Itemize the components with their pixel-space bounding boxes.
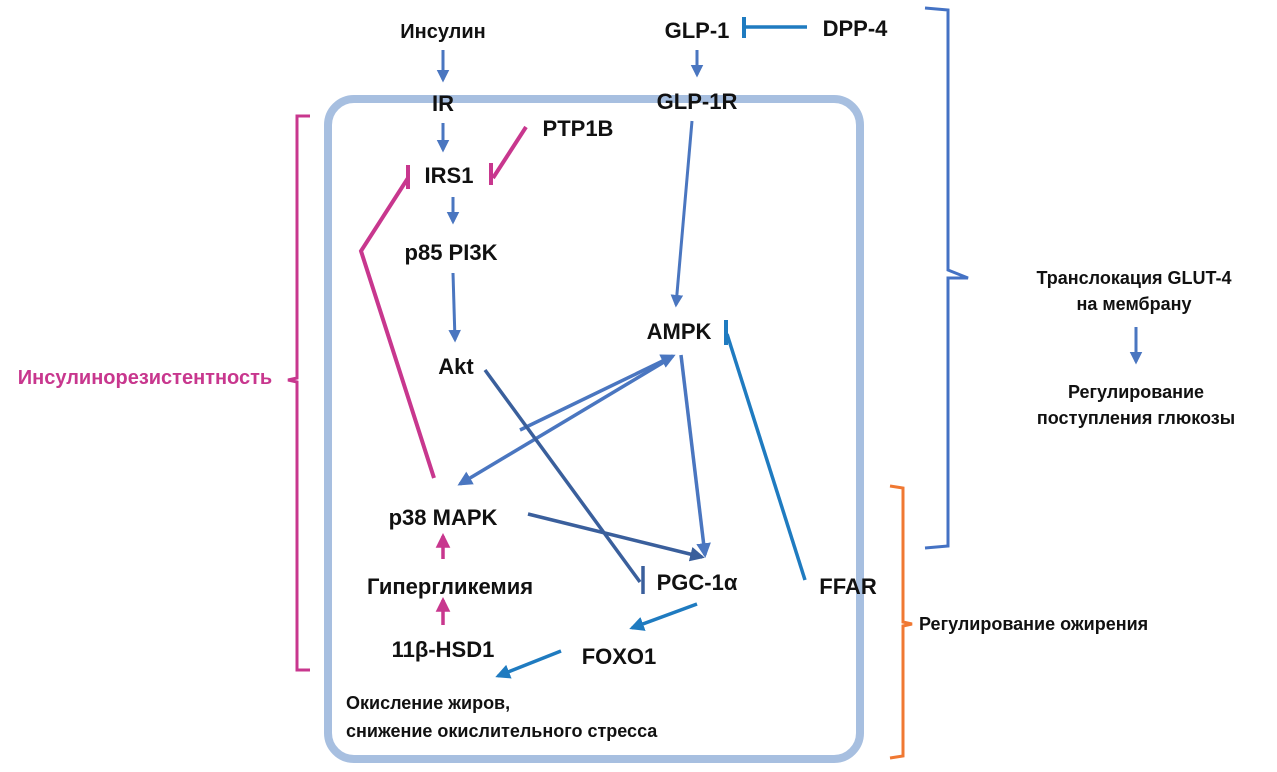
- arrow-ampk-p38: [457, 360, 665, 486]
- obesity-bracket: [889, 484, 913, 760]
- node-p85pi3k: p85 PI3K: [405, 240, 498, 265]
- node-11b-hsd1: 11β-HSD1: [392, 637, 495, 662]
- insulin-resistance-bracket: [287, 114, 310, 672]
- node-pgc1a: PGC-1α: [657, 570, 738, 595]
- node-fat-oxidation-line2: снижение окислительного стресса: [346, 721, 658, 741]
- inhibit-dpp4-glp1: [742, 17, 807, 38]
- node-ampk: AMPK: [647, 319, 712, 344]
- node-glp1: GLP-1: [665, 18, 730, 43]
- arrow-p38-ampk: [519, 354, 676, 432]
- node-foxo1: FOXO1: [582, 644, 657, 669]
- node-fat-oxidation-line1: Окисление жиров,: [346, 693, 510, 713]
- node-hyperglycemia: Гипергликемия: [367, 574, 533, 599]
- glut4-bracket: [924, 6, 969, 550]
- label-glucose-line1: Регулирование: [1068, 382, 1204, 402]
- label-glucose-line2: поступления глюкозы: [1037, 408, 1235, 428]
- node-ffar: FFAR: [819, 574, 877, 599]
- label-insulin-resistance: Инсулинорезистентность: [18, 367, 272, 389]
- node-glp1r: GLP-1R: [657, 89, 738, 114]
- cell-membrane: [324, 95, 864, 763]
- label-glut4-line1: Транслокация GLUT-4: [1036, 268, 1231, 288]
- arrow-p38-pgc1a: [527, 512, 705, 562]
- arrow-glp1r-ampk: [670, 120, 694, 308]
- node-insulin: Инсулин: [400, 21, 486, 43]
- arrow-ampk-pgc1a: [679, 354, 711, 558]
- inhibit-akt-pgc1a: [483, 368, 645, 594]
- node-ir: IR: [432, 91, 454, 116]
- node-dpp4: DPP-4: [823, 16, 889, 41]
- arrow-p85-akt: [448, 272, 461, 343]
- label-glut4-line2: на мембрану: [1076, 294, 1191, 314]
- arrow-foxo1-oxidation: [495, 649, 562, 679]
- node-p38mapk: p38 MAPK: [389, 505, 498, 530]
- node-ptp1b: PTP1B: [543, 116, 614, 141]
- node-akt: Akt: [438, 354, 474, 379]
- inhibit-p38-irs1: [358, 165, 436, 479]
- node-irs1: IRS1: [425, 163, 474, 188]
- inhibit-ffar-ampk: [724, 320, 807, 581]
- inhibit-ptp1b-irs1: [489, 125, 528, 185]
- label-obesity: Регулирование ожирения: [919, 614, 1148, 634]
- arrow-pgc1a-foxo1: [629, 602, 698, 631]
